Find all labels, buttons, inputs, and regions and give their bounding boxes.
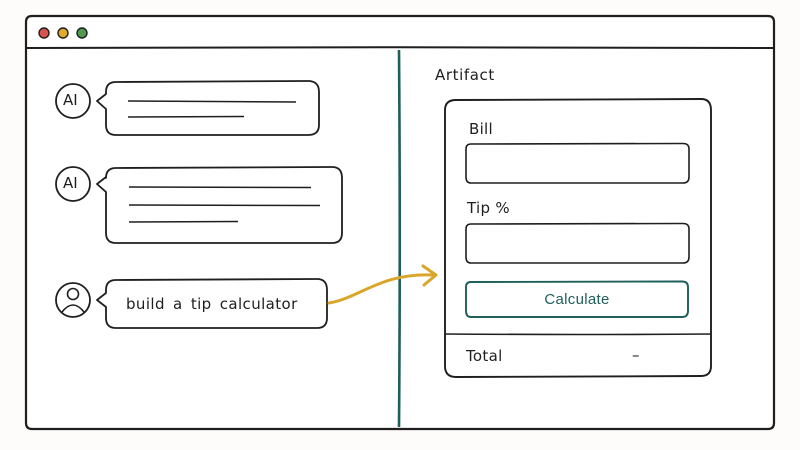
maximize-dot[interactable] <box>76 27 88 39</box>
tip-label: Tip % <box>467 199 510 217</box>
total-divider <box>444 333 712 336</box>
calculate-button-box <box>465 280 689 318</box>
total-value: – <box>632 346 640 364</box>
ai-avatar-label: AI <box>63 174 78 192</box>
ai-avatar-icon <box>55 83 91 119</box>
titlebar-divider <box>25 46 775 49</box>
tip-input[interactable] <box>467 225 688 262</box>
user-message-bubble <box>96 278 328 329</box>
placeholder-line <box>127 100 297 103</box>
user-message-text: build a tip calculator <box>126 295 298 313</box>
artifact-title: Artifact <box>435 66 495 84</box>
bill-input[interactable] <box>467 145 688 182</box>
ai-avatar-icon <box>55 166 91 202</box>
ai-message-bubble <box>96 80 320 136</box>
arrow-icon <box>327 264 438 305</box>
bill-label: Bill <box>469 120 493 138</box>
close-dot[interactable] <box>38 27 50 39</box>
ai-avatar-label: AI <box>63 91 78 109</box>
calculate-button-label: Calculate <box>544 291 610 308</box>
calculate-button[interactable]: Calculate <box>466 282 688 317</box>
minimize-dot[interactable] <box>57 27 69 39</box>
pane-divider <box>397 49 402 428</box>
placeholder-line <box>128 186 312 189</box>
total-label: Total <box>466 347 503 365</box>
user-avatar-icon <box>55 282 91 318</box>
placeholder-line <box>127 115 245 118</box>
placeholder-line <box>128 204 321 207</box>
placeholder-line <box>128 220 239 223</box>
